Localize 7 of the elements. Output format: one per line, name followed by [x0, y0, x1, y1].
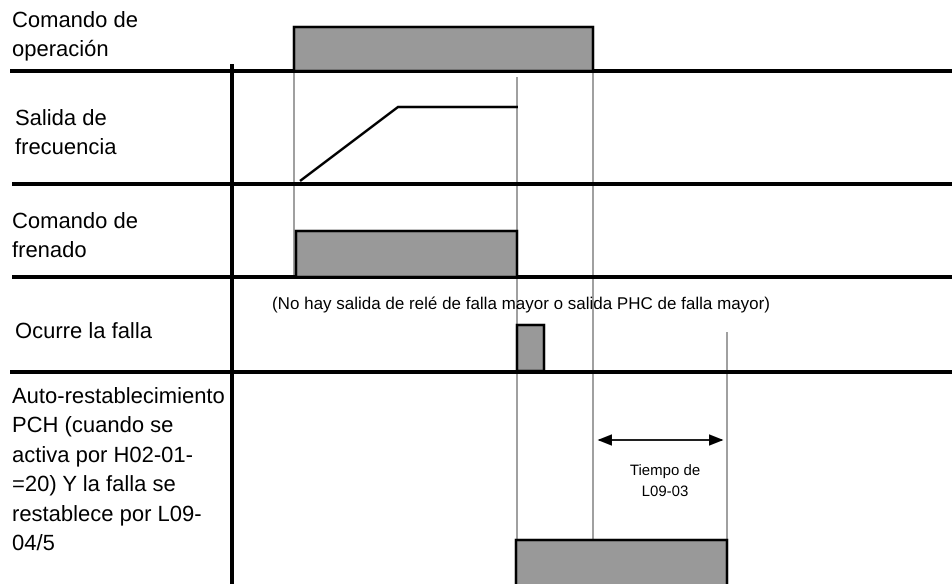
duration-label: Tiempo de L09-03 [628, 461, 702, 502]
signal-label: Auto-restablecimiento PCH (cuando se activa por H02-01-=20) Y la falla se restablece por L09-04/5 [12, 382, 226, 558]
signal-label: Ocurre la falla [15, 317, 153, 345]
signal-label: Comando de frenado [12, 207, 139, 264]
note-text: (No hay salida de relé de falla mayor o salida PHC de falla mayor) [272, 293, 770, 315]
signal-label: Comando de operación [12, 6, 139, 63]
signal-label: Salida de frecuencia [15, 104, 118, 161]
